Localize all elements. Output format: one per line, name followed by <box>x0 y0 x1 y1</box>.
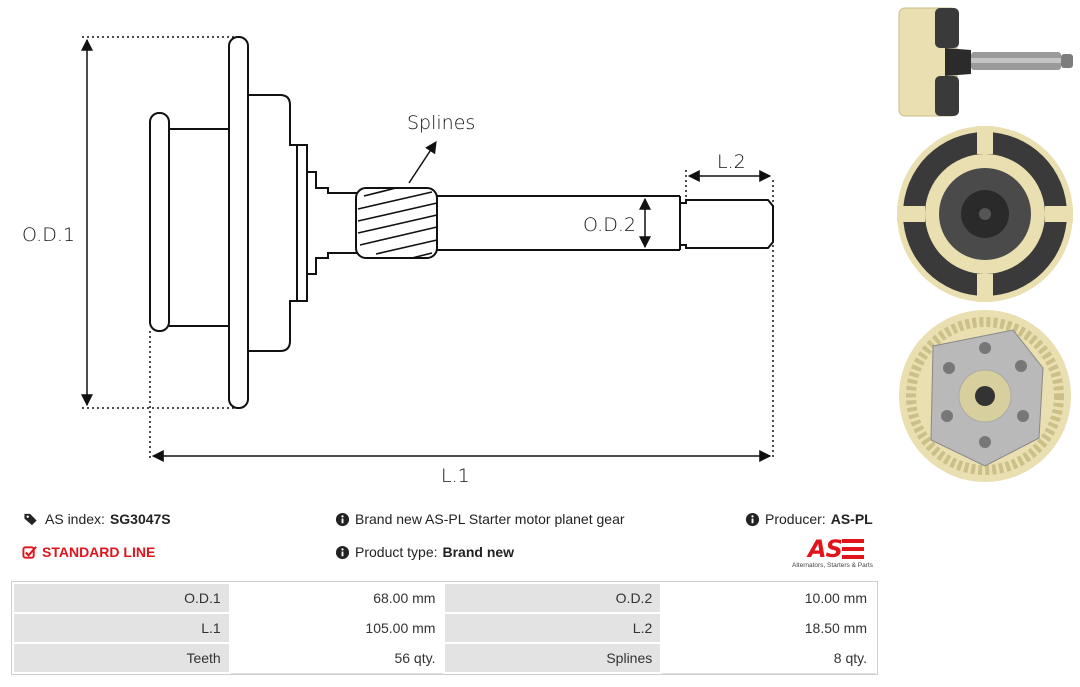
product-type-label: Product type: <box>355 544 438 560</box>
table-row: O.D.1 68.00 mm O.D.2 10.00 mm <box>12 582 877 614</box>
spec-value: 18.50 mm <box>660 612 877 644</box>
table-row: Teeth 56 qty. Splines 8 qty. <box>12 642 877 674</box>
spec-value: 8 qty. <box>660 642 877 674</box>
left-disc <box>149 112 170 332</box>
standard-line-label: STANDARD LINE <box>42 544 156 560</box>
spec-value: 105.00 mm <box>228 612 446 644</box>
od2-label: O.D.2 <box>583 214 636 236</box>
technical-drawing: O.D.1 O.D.2 L.1 L.2 Splines <box>22 36 774 487</box>
producer-value: AS-PL <box>830 511 873 527</box>
splines-leader <box>408 140 437 184</box>
description: Brand new AS-PL Starter motor planet gea… <box>335 511 625 527</box>
gear-body <box>248 94 297 352</box>
product-photo-front <box>899 310 1071 482</box>
logo-tagline: Alternators, Starters & Parts <box>792 562 873 569</box>
as-index-label: AS index: <box>45 511 105 527</box>
info-icon <box>745 512 760 526</box>
table-row: L.1 105.00 mm L.2 18.50 mm <box>12 612 877 644</box>
info-icon <box>335 545 350 559</box>
spline-section <box>355 187 438 259</box>
spec-key: L.1 <box>12 612 231 644</box>
spec-value: 10.00 mm <box>660 582 877 614</box>
info-icon <box>335 512 350 526</box>
logo-mark: AS <box>808 535 843 563</box>
l1-label: L.1 <box>441 465 470 487</box>
product-type: Product type: Brand new <box>335 544 514 560</box>
l2-label: L.2 <box>717 151 746 173</box>
spec-value: 56 qty. <box>228 642 446 674</box>
description-text: Brand new AS-PL Starter motor planet gea… <box>355 511 625 527</box>
spec-key: Teeth <box>12 642 231 674</box>
shaft-tip <box>680 199 774 249</box>
product-photo-side <box>898 7 1073 117</box>
spec-value: 68.00 mm <box>228 582 446 614</box>
as-pl-logo: AS Alternators, Starters & Parts <box>792 535 880 571</box>
spec-key: O.D.1 <box>12 582 231 614</box>
splines-label: Splines <box>407 112 475 134</box>
as-index-value: SG3047S <box>109 511 171 527</box>
standard-line: STANDARD LINE <box>22 544 155 560</box>
producer-label: Producer: <box>765 511 826 527</box>
spec-key: O.D.2 <box>443 582 663 614</box>
retainer-plate <box>296 144 308 302</box>
spec-key: L.2 <box>443 612 663 644</box>
main-flange <box>228 36 249 409</box>
checkbox-icon <box>22 545 37 559</box>
product-type-value: Brand new <box>442 544 515 560</box>
tags-icon <box>24 513 37 525</box>
logo-stripes <box>842 539 864 559</box>
od1-label: O.D.1 <box>22 224 75 246</box>
spec-key: Splines <box>443 642 663 674</box>
producer: Producer: AS-PL <box>745 511 873 527</box>
product-photo-back <box>897 126 1073 302</box>
spec-table: O.D.1 68.00 mm O.D.2 10.00 mm L.1 105.00… <box>11 581 878 675</box>
as-index: AS index: SG3047S <box>22 511 171 527</box>
